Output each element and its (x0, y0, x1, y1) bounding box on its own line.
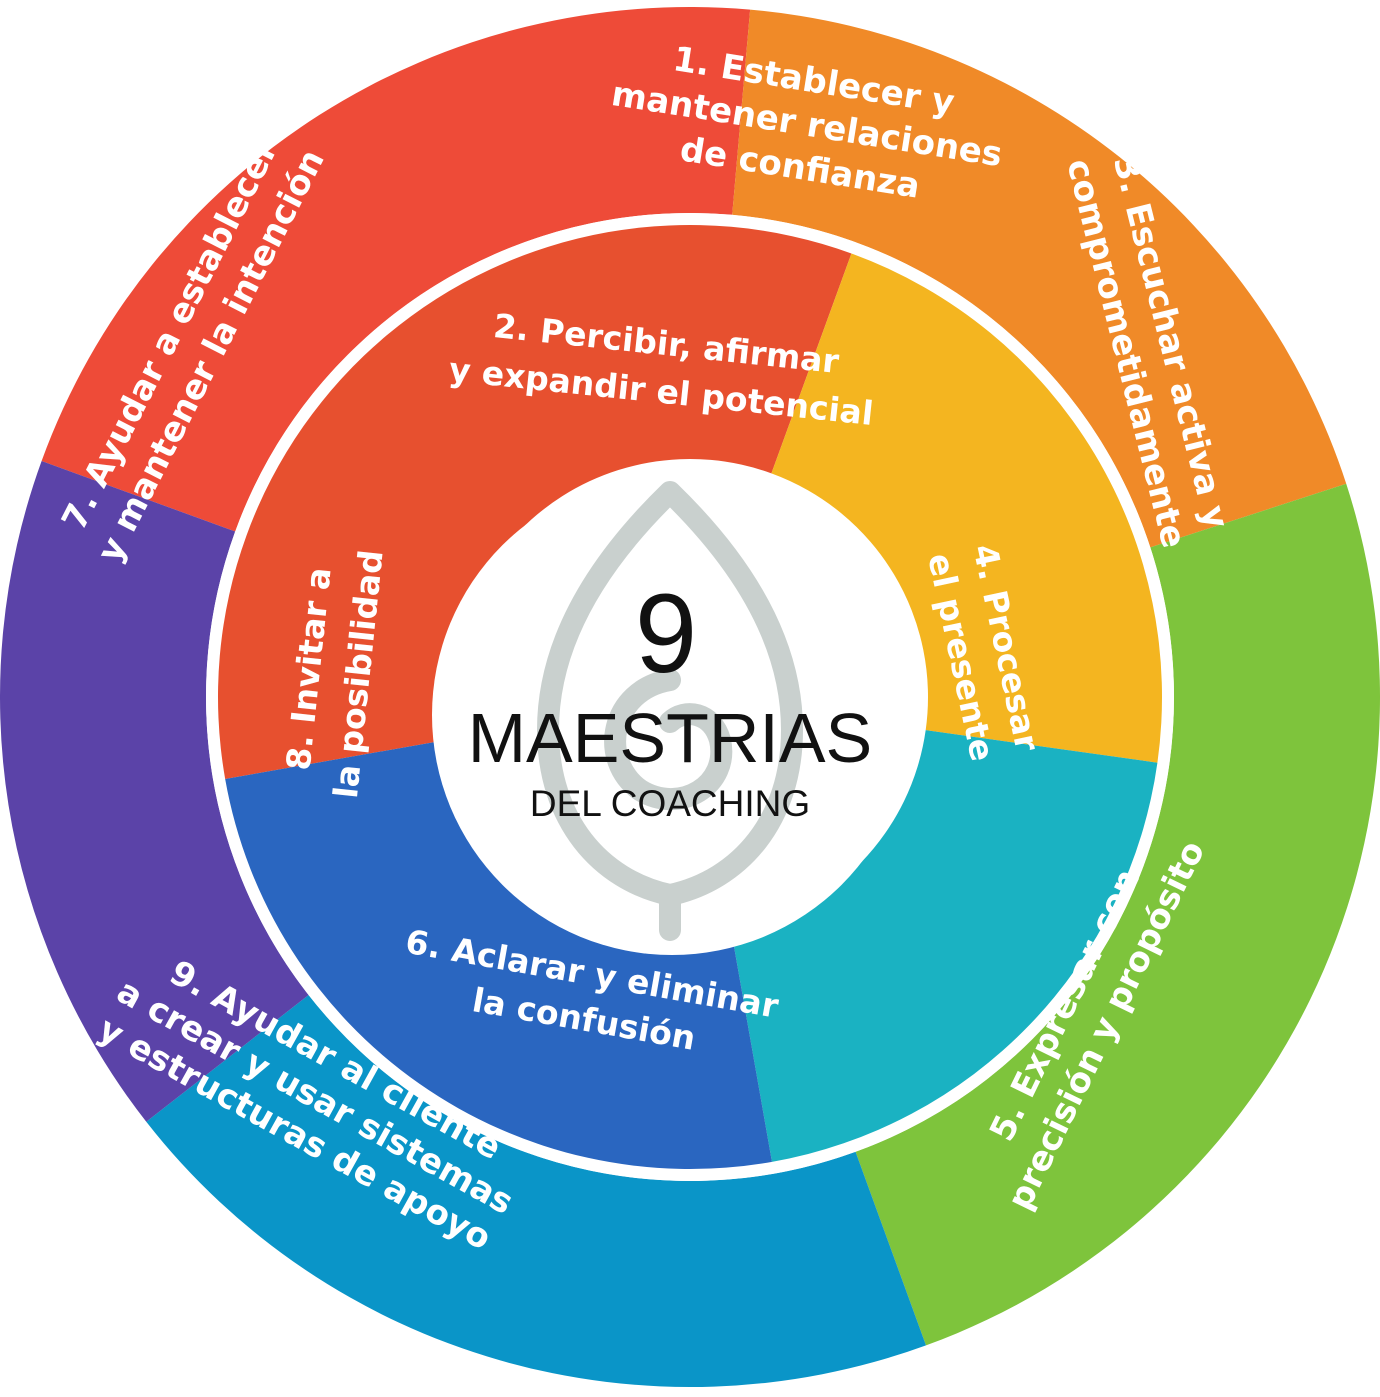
drop-spiral-icon (537, 481, 803, 941)
inner-ring (217, 225, 1162, 1169)
segment-2-percibir-potencial (217, 225, 852, 779)
segment-5-expresar-con-precision (855, 483, 1380, 1346)
outer-label-1: 1. Establecer ymantener relacionesde con… (602, 30, 1012, 218)
center-subtitle: DEL COACHING (530, 783, 810, 824)
center-number: 9 (635, 571, 697, 696)
center-title: MAESTRIAS (468, 699, 873, 777)
segment-3-escuchar-activa (732, 9, 1347, 548)
outer-ring (0, 7, 1380, 1387)
segment-7-establecer-intencion (0, 461, 309, 1122)
segment-4-procesar-presente (771, 253, 1162, 763)
segment-6-aclarar-confusion (731, 730, 1158, 1162)
separator-ring (206, 213, 1174, 1181)
segment-9-sistemas-de-apoyo (146, 994, 926, 1387)
segment-8-invitar-posibilidad (225, 738, 772, 1169)
segment-1-relaciones-de-confianza (41, 7, 751, 532)
